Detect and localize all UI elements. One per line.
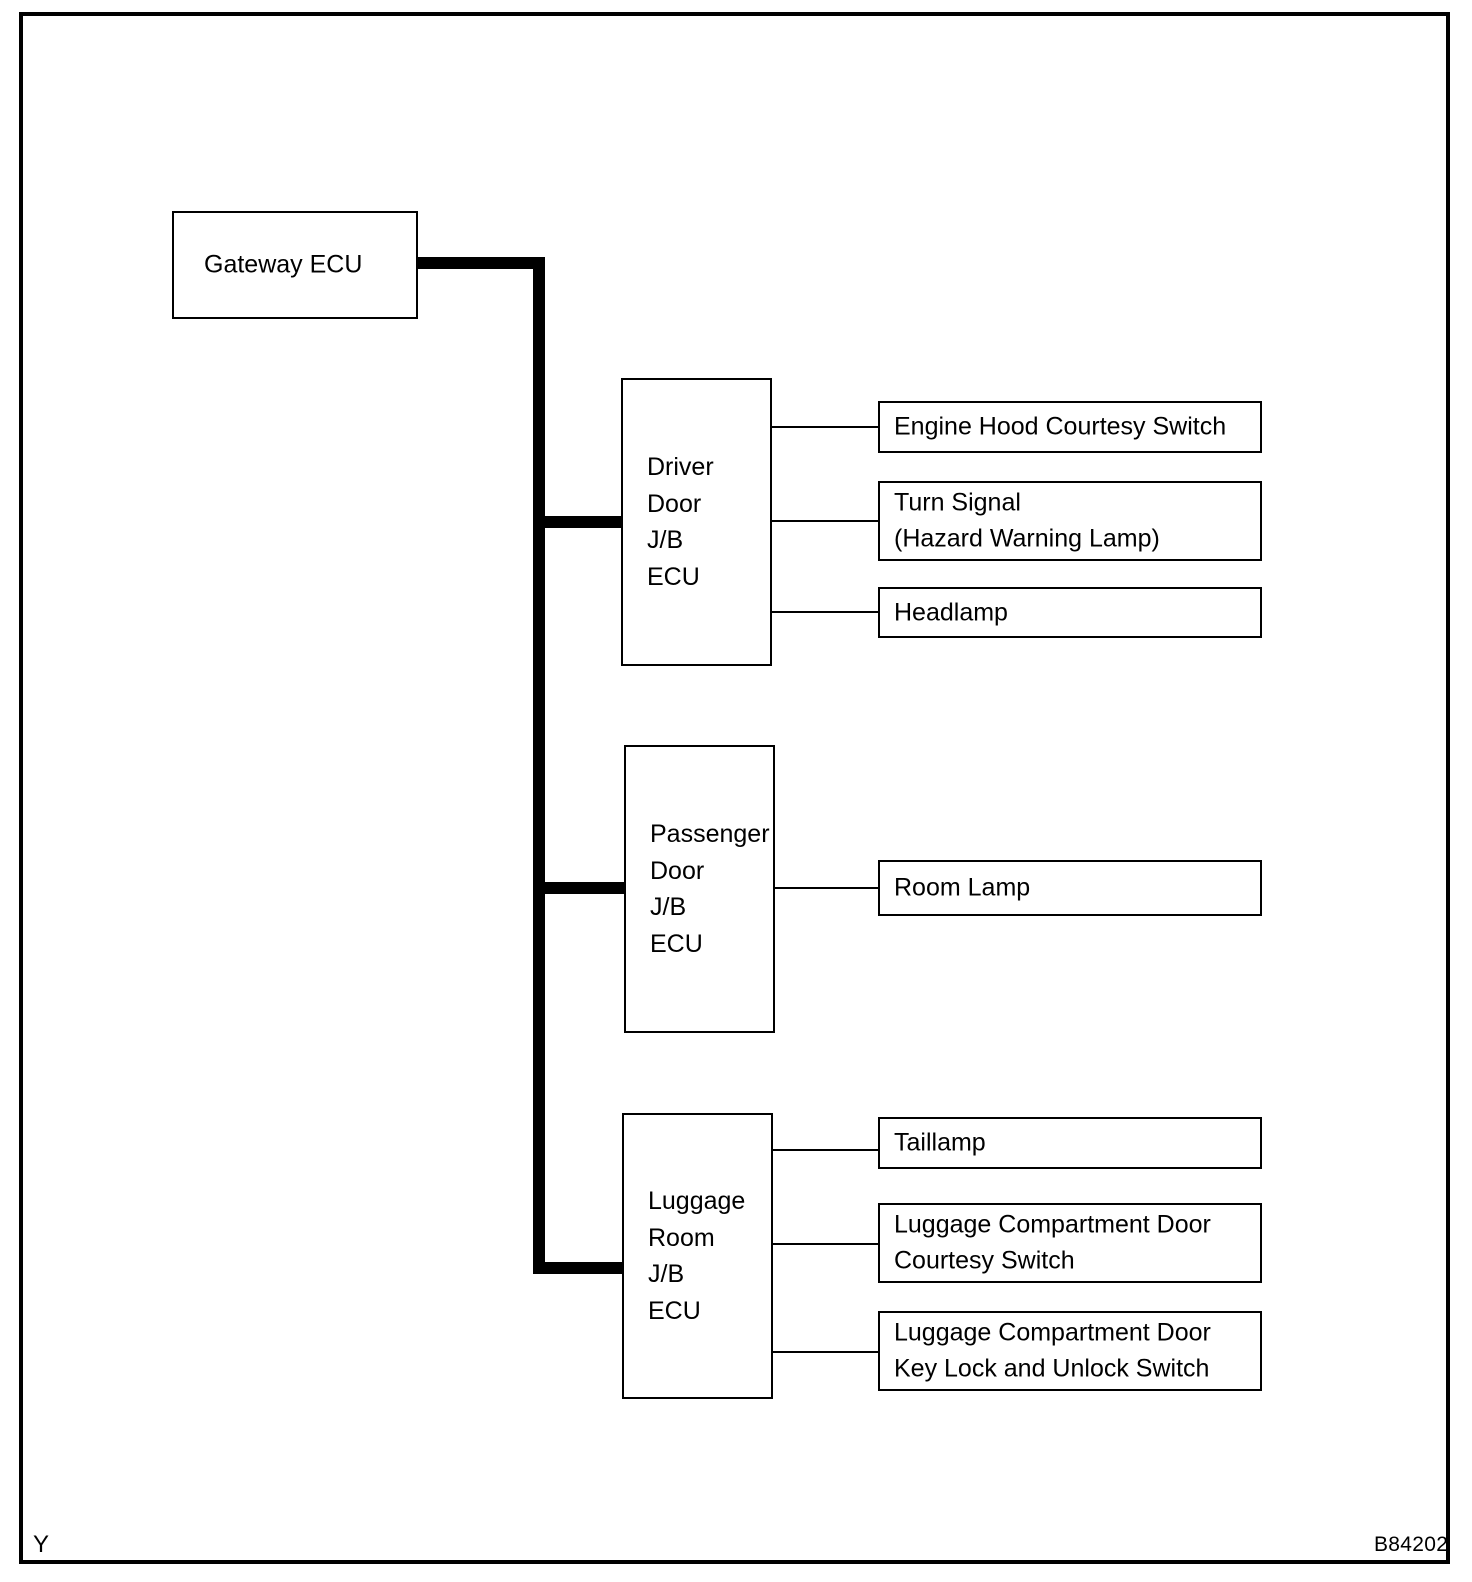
component-engine-hood-courtesy-switch-label: Engine Hood Courtesy Switch: [894, 412, 1227, 441]
node-gateway-ecu-label: Gateway ECU: [204, 250, 363, 279]
component-taillamp: Taillamp: [878, 1117, 1262, 1169]
connector-luggage-to-courtesy-switch: [772, 1243, 880, 1245]
node-passenger-door-jb-ecu-label: Passenger Door J/B ECU: [650, 820, 770, 958]
component-taillamp-label: Taillamp: [894, 1128, 986, 1157]
node-driver-door-jb-ecu: Driver Door J/B ECU: [621, 378, 772, 666]
connector-driver-to-engine-hood-switch: [772, 426, 880, 428]
component-headlamp-label: Headlamp: [894, 597, 1008, 626]
node-gateway-ecu: Gateway ECU: [172, 211, 418, 319]
connector-passenger-to-room-lamp: [773, 887, 880, 889]
node-luggage-room-jb-ecu: Luggage Room J/B ECU: [622, 1113, 773, 1399]
connector-driver-to-headlamp: [772, 611, 880, 613]
figure-id-label: B84202: [1374, 1533, 1449, 1556]
node-passenger-door-jb-ecu: Passenger Door J/B ECU: [624, 745, 775, 1033]
node-luggage-room-jb-ecu-label: Luggage Room J/B ECU: [648, 1187, 746, 1325]
bus-segment-gateway-horizontal: [416, 257, 545, 269]
connector-luggage-to-taillamp: [772, 1149, 880, 1151]
component-luggage-compartment-door-key-lock-switch-label: Luggage Compartment Door Key Lock and Un…: [894, 1318, 1211, 1383]
component-turn-signal-label: Turn Signal (Hazard Warning Lamp): [894, 488, 1160, 553]
connector-driver-to-turn-signal: [772, 520, 880, 522]
component-turn-signal: Turn Signal (Hazard Warning Lamp): [878, 481, 1262, 561]
bus-stub-luggage-room: [533, 1262, 624, 1274]
bus-segment-main-trunk: [533, 257, 545, 1274]
component-luggage-compartment-door-courtesy-switch-label: Luggage Compartment Door Courtesy Switch: [894, 1210, 1211, 1275]
component-room-lamp: Room Lamp: [878, 860, 1262, 916]
diagram-frame: [19, 12, 1450, 1564]
component-headlamp: Headlamp: [878, 587, 1262, 638]
node-driver-door-jb-ecu-label: Driver Door J/B ECU: [647, 453, 714, 591]
component-room-lamp-label: Room Lamp: [894, 873, 1031, 902]
component-luggage-compartment-door-key-lock-switch: Luggage Compartment Door Key Lock and Un…: [878, 1311, 1262, 1391]
bus-stub-driver-door: [533, 516, 623, 528]
page-corner-mark: Y: [33, 1531, 50, 1558]
component-engine-hood-courtesy-switch: Engine Hood Courtesy Switch: [878, 401, 1262, 453]
bus-stub-passenger-door: [533, 882, 626, 894]
component-luggage-compartment-door-courtesy-switch: Luggage Compartment Door Courtesy Switch: [878, 1203, 1262, 1283]
connector-luggage-to-key-lock-switch: [772, 1351, 880, 1353]
